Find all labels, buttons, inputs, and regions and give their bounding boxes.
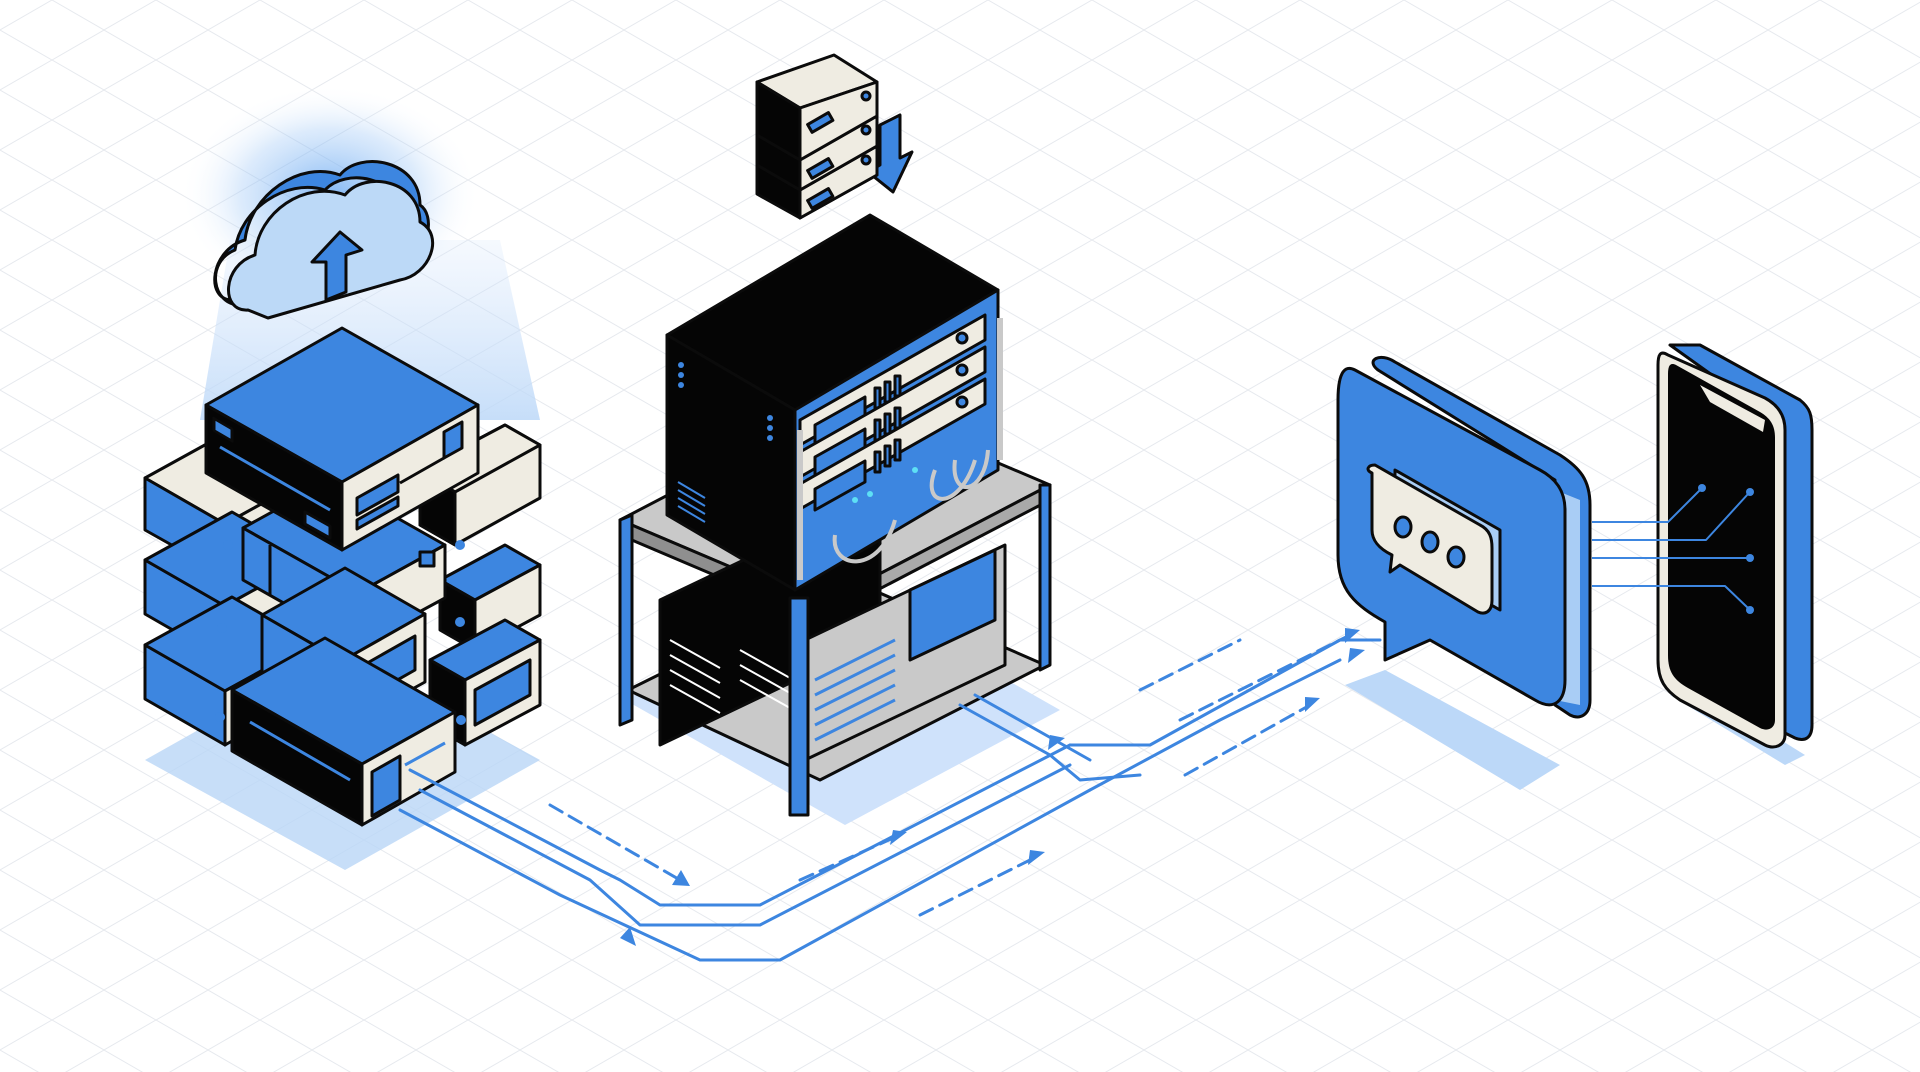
data-flow-lines: [398, 633, 1382, 962]
chat-bubble-node: [1336, 356, 1592, 790]
mini-server-unit: [755, 53, 879, 162]
phone-connector-wires: [1592, 489, 1749, 609]
cloud-upload-icon: [213, 160, 435, 320]
chat-shadow: [1345, 670, 1560, 790]
rack-icon: [665, 213, 1003, 592]
server-box: [230, 636, 457, 827]
server-rack-node: [618, 213, 1060, 825]
typing-dots: [1393, 515, 1466, 569]
server-download-icon: [755, 53, 914, 220]
wire-endpoints: [1698, 484, 1754, 614]
server-box-top: [204, 326, 480, 552]
rack-unit: [798, 345, 987, 480]
flow-arrowheads: [620, 628, 1365, 946]
cluster-connector-dots: [215, 540, 466, 725]
server-cluster-node: [143, 326, 542, 870]
smartphone-node: [1592, 343, 1814, 765]
chat-bubble-icon: [1336, 356, 1592, 719]
server-download-node: [755, 53, 914, 220]
smartphone-icon: [1656, 343, 1814, 749]
rack-unit: [798, 377, 987, 512]
